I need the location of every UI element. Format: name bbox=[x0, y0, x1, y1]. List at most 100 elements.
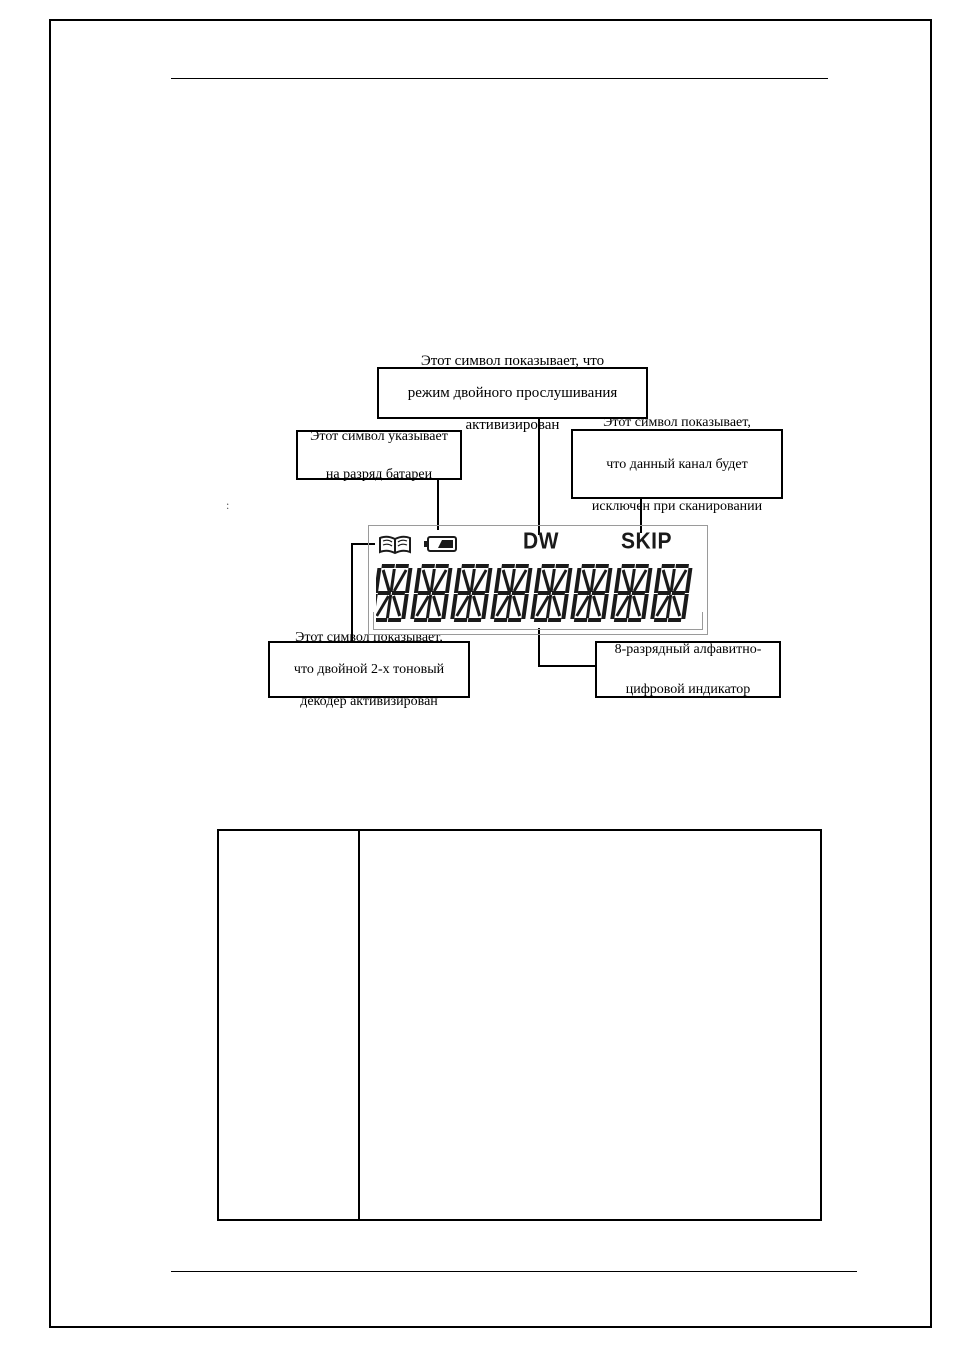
lcd-segment bbox=[613, 618, 628, 622]
callout-dual-watch-line-2: режим двойного прослушивания bbox=[407, 385, 618, 401]
lcd-digit bbox=[376, 564, 413, 622]
callout-dual-watch-line-1: Этот символ показывает, что bbox=[420, 353, 605, 369]
callout-alnum-line-1: 8-разрядный алфавитно- bbox=[614, 641, 762, 657]
lcd-segment bbox=[401, 594, 409, 619]
lcd-segment bbox=[601, 594, 609, 619]
lcd-segment bbox=[671, 591, 686, 595]
lcd-segment bbox=[413, 618, 428, 622]
lcd-segment bbox=[377, 591, 392, 595]
lcd-segment bbox=[530, 594, 538, 619]
lcd-segment bbox=[541, 564, 555, 568]
table-column-divider bbox=[358, 829, 360, 1221]
lcd-diagonal-segment bbox=[592, 595, 602, 617]
lcd-segment bbox=[537, 591, 552, 595]
lcd-segment bbox=[376, 568, 382, 593]
lcd-diagonal-segment bbox=[472, 595, 482, 617]
lcd-diagonal-segment bbox=[541, 569, 551, 592]
lcd-diagonal-segment bbox=[632, 595, 642, 617]
callout-skip-line-3: исключен при сканировании bbox=[591, 498, 763, 514]
lcd-segment bbox=[417, 591, 432, 595]
lcd-segment bbox=[511, 591, 526, 595]
lcd-segment bbox=[621, 564, 635, 568]
lcd-segment bbox=[431, 591, 446, 595]
leader-dual-watch bbox=[538, 419, 540, 535]
lcd-segment bbox=[644, 568, 653, 593]
callout-dual-watch-line-3: активизирован bbox=[465, 417, 560, 433]
callout-skip-line-2: что данный канал будет bbox=[606, 456, 748, 472]
lcd-digit-bracket bbox=[373, 612, 703, 630]
lcd-segment bbox=[589, 569, 596, 592]
lcd-diagonal-segment bbox=[376, 595, 390, 617]
lcd-segment bbox=[490, 594, 498, 619]
lcd-segment bbox=[493, 568, 502, 593]
lcd-segment bbox=[441, 594, 449, 619]
lcd-segment bbox=[467, 618, 482, 622]
lcd-segment bbox=[475, 564, 489, 568]
lcd-segment bbox=[461, 564, 475, 568]
lcd-diagonal-segment bbox=[421, 569, 431, 592]
stray-mark: : bbox=[226, 498, 230, 512]
callout-skip-line-1: Этот символ показывает, bbox=[603, 414, 751, 430]
lcd-diagonal-segment bbox=[495, 595, 510, 617]
lcd-segment bbox=[481, 594, 489, 619]
lcd-segment bbox=[551, 591, 566, 595]
lcd-diagonal-segment bbox=[655, 595, 670, 617]
lcd-segment bbox=[661, 564, 675, 568]
skip-indicator: SKIP bbox=[621, 528, 673, 555]
leader-skip bbox=[640, 499, 642, 533]
lcd-segment bbox=[555, 564, 569, 568]
lcd-segment bbox=[421, 564, 435, 568]
lcd-digit bbox=[530, 564, 573, 622]
lcd-diagonal-segment bbox=[381, 569, 391, 592]
lcd-segment bbox=[444, 568, 453, 593]
lcd-segment bbox=[657, 591, 672, 595]
callout-dtmf-line-1: Этот символ показывает, bbox=[295, 629, 443, 645]
lcd-segment bbox=[521, 594, 529, 619]
callout-dtmf: Этот символ показывает, что двойной 2-х … bbox=[268, 630, 470, 709]
callout-dtmf-line-3: декодер активизирован bbox=[300, 693, 438, 709]
lcd-diagonal-segment bbox=[552, 595, 562, 617]
lcd-digit bbox=[450, 564, 493, 622]
lcd-segment bbox=[625, 595, 633, 618]
lcd-diagonal-segment bbox=[615, 595, 630, 617]
lcd-segment bbox=[389, 569, 396, 592]
lcd-segment bbox=[404, 568, 413, 593]
lcd-segment bbox=[429, 569, 436, 592]
lcd-segment bbox=[381, 564, 395, 568]
lcd-diagonal-segment bbox=[592, 569, 608, 592]
footer-rule bbox=[171, 1271, 857, 1272]
lcd-diagonal-segment bbox=[575, 595, 590, 617]
lcd-diagonal-segment bbox=[672, 569, 688, 592]
lcd-segment bbox=[435, 564, 449, 568]
lcd-diagonal-segment bbox=[512, 569, 528, 592]
lcd-segment bbox=[391, 591, 406, 595]
lcd-diagonal-segment bbox=[672, 595, 682, 617]
leader-battery bbox=[437, 480, 439, 530]
battery-icon bbox=[424, 536, 457, 552]
lcd-diagonal-segment bbox=[455, 595, 470, 617]
lcd-segment bbox=[627, 618, 642, 622]
lcd-diagonal-segment bbox=[501, 569, 511, 592]
lcd-diagonal-segment bbox=[432, 595, 442, 617]
lcd-segment bbox=[545, 595, 553, 618]
lcd-segment bbox=[524, 568, 533, 593]
callout-alnum: 8-разрядный алфавитно- цифровой индикато… bbox=[595, 641, 781, 698]
lcd-diagonal-segment bbox=[552, 569, 568, 592]
lcd-diagonal-segment bbox=[472, 569, 488, 592]
lcd-digit bbox=[650, 564, 693, 622]
lcd-segment bbox=[591, 591, 606, 595]
lcd-segment bbox=[681, 594, 689, 619]
lcd-diagonal-segment bbox=[461, 569, 471, 592]
callout-alnum-line-2: цифровой индикатор bbox=[625, 681, 751, 697]
lcd-diagonal-segment bbox=[415, 595, 430, 617]
lcd-diagonal-segment bbox=[392, 595, 402, 617]
lcd-segment bbox=[533, 618, 548, 622]
lcd-segment bbox=[653, 618, 668, 622]
callout-battery-line-1: Этот символ указывает bbox=[310, 428, 448, 444]
lcd-segment bbox=[453, 618, 468, 622]
lcd-diagonal-segment bbox=[661, 569, 671, 592]
lcd-segment bbox=[587, 618, 602, 622]
open-book-icon bbox=[379, 535, 411, 555]
lcd-segment bbox=[413, 568, 422, 593]
lcd-segment bbox=[610, 594, 618, 619]
